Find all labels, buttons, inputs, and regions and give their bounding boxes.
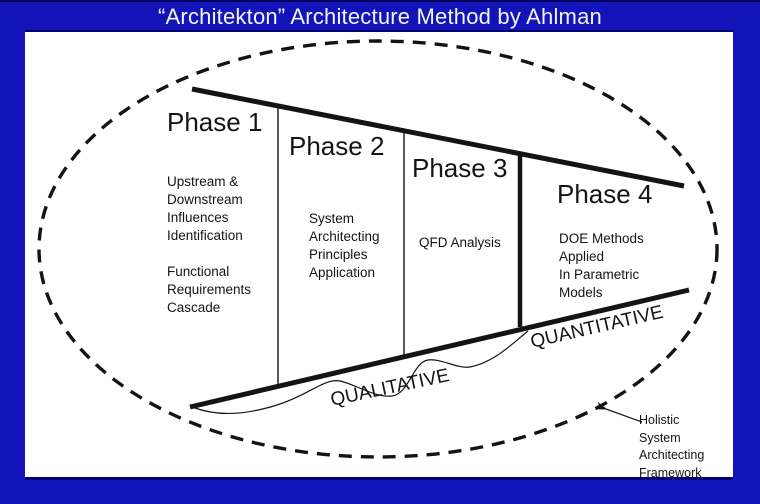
- phase-1-heading: Phase 1: [167, 107, 263, 137]
- diagram-graphics: [37, 39, 719, 459]
- phase-1-note-requirements: Functional Requirements Cascade: [167, 264, 252, 315]
- slide-canvas: Phase 1 Phase 2 Phase 3 Phase 4 Upstream…: [25, 30, 733, 480]
- phase-4-note: DOE Methods Applied In Parametric Models: [559, 231, 644, 300]
- callout-arrow: [594, 401, 643, 423]
- phase-1-note-influences: Upstream & Downstream Influences Identif…: [167, 174, 243, 243]
- phase-3-heading: Phase 3: [412, 153, 508, 183]
- phase-4-heading: Phase 4: [557, 179, 653, 209]
- wedge-top-line: [191, 86, 685, 189]
- phase-2-heading: Phase 2: [289, 131, 385, 161]
- framework-boundary-ellipse: [37, 39, 719, 459]
- phase-3-note: QFD Analysis: [419, 235, 501, 250]
- squiggle-line: [194, 330, 529, 414]
- callout-holistic-framework: Holistic System Architecting Framework: [639, 413, 705, 480]
- wedge-bottom-line: [189, 287, 690, 410]
- slide-title: “Architekton” Architecture Method by Ahl…: [158, 3, 602, 29]
- phase-2-note: System Architecting Principles Applicati…: [309, 211, 380, 280]
